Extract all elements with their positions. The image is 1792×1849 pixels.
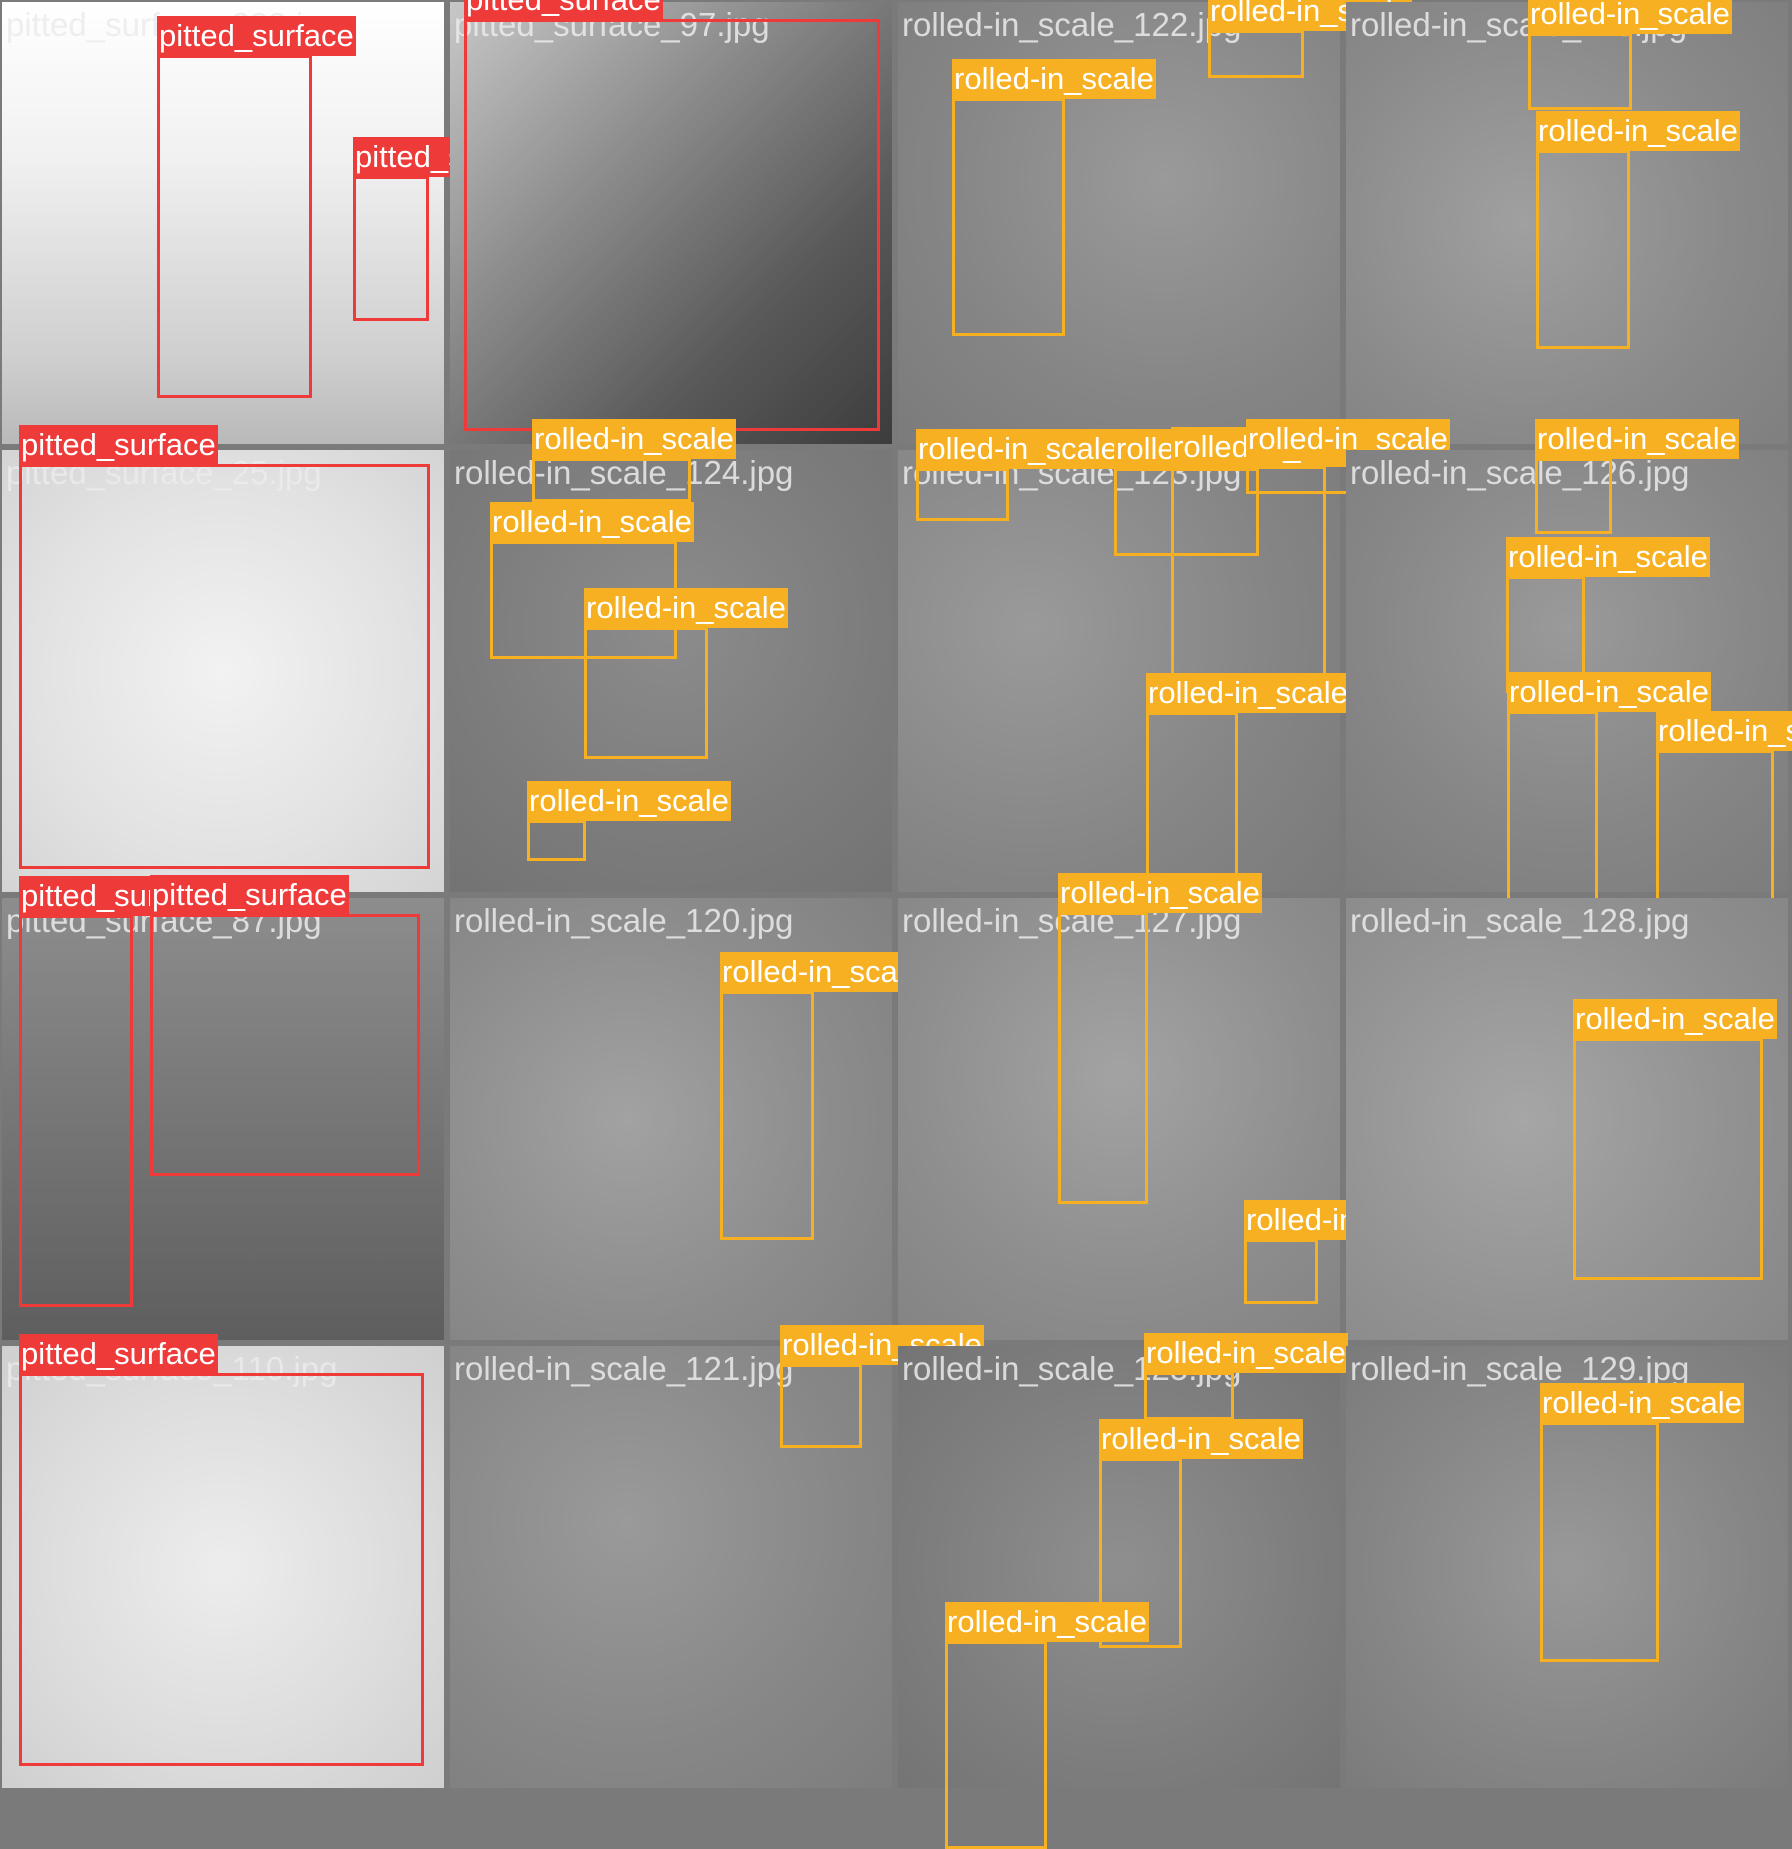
detection-box: rolled-in_scale [1528, 0, 1732, 110]
detection-box: pitted_surface [157, 16, 356, 398]
detection-box: rolled-in_scale [1171, 427, 1375, 686]
detection-label: rolled-in_scale [1573, 999, 1777, 1039]
detection-label: rolled-in_scale [490, 502, 694, 542]
detection-label: rolled-in_scale [945, 1602, 1149, 1642]
steel-surface-image [450, 2, 892, 444]
mosaic-tile: rolled-in_scale_127.jpgrolled-in_scalero… [898, 873, 1448, 1340]
detection-box: rolled-in_scale [1507, 672, 1711, 931]
steel-surface-image [450, 1346, 892, 1788]
detection-box: rolled-in_scale [1246, 419, 1450, 494]
detection-box: rolled-in_scale [916, 429, 1120, 521]
detection-label: pitted_surface [150, 875, 349, 915]
detection-label: pitted_surface [464, 0, 663, 20]
steel-surface-image [898, 898, 1340, 1340]
detection-box: pitted_surface [464, 0, 880, 431]
detection-box: rolled-in_scale [490, 502, 694, 659]
detection-box: pitted_surface [19, 876, 218, 1307]
detection-box: pitted_surface [150, 875, 420, 1176]
detection-label: pitted_surface [19, 425, 218, 465]
detection-label: rolled-in_scale [1535, 419, 1739, 459]
steel-surface-image [2, 1346, 444, 1788]
steel-surface-image [2, 2, 444, 444]
detection-label: rolled-in_scale [1528, 0, 1732, 34]
steel-surface-image [1346, 450, 1788, 892]
detection-label: rolled-in_scale [1146, 673, 1350, 713]
detection-label: pitted_surface [157, 16, 356, 56]
detection-box: rolled-in_scale [1535, 419, 1739, 534]
detection-label: rolled-in_scale [1507, 672, 1711, 712]
detection-box: pitted_surface [19, 425, 430, 869]
detection-box: rolled-in_scale [1573, 999, 1777, 1280]
detection-box: rolled-in_scale [1536, 111, 1740, 349]
detection-box: pitted_surface [19, 1334, 424, 1766]
detection-label: rolled-in_scale [1536, 111, 1740, 151]
detection-label: rolled-in_scale [1144, 1333, 1348, 1373]
detection-box: rolled-in_scale [584, 588, 788, 759]
detection-label: rolled-in_scale [916, 429, 1120, 469]
steel-surface-image [1346, 898, 1788, 1340]
detection-label: rolled-in_scale [1058, 873, 1262, 913]
detection-label: rolled-in_scale [720, 952, 924, 992]
steel-surface-image [898, 450, 1340, 892]
detection-box: rolled-in_scale [1058, 873, 1262, 1204]
detection-box: rolled-in_scale [720, 952, 924, 1240]
detection-box: rolled-in_scale [945, 1602, 1149, 1849]
steel-surface-image [2, 450, 444, 892]
detection-label: rolled-in_scale [952, 59, 1156, 99]
detection-box: rolled-in_scale [1540, 1383, 1744, 1662]
detection-box: rolled-in_scale [1146, 673, 1350, 934]
detection-label: rolled-in_scale [527, 781, 731, 821]
detection-label: rolled-in_scale [532, 419, 736, 459]
detection-box: pitted_surface [353, 137, 552, 321]
detection-label: rolled-in_scale [584, 588, 788, 628]
detection-label: rolled-in_scale [1506, 537, 1710, 577]
steel-surface-image [1346, 2, 1788, 444]
detection-box: rolled-in_scale [952, 59, 1156, 336]
detection-box: rolled-in_scale [1244, 1200, 1448, 1304]
detection-label: rolled-in_scale [1656, 711, 1792, 751]
detection-box: rolled-in_scale [1144, 1333, 1348, 1420]
steel-surface-image [2, 898, 444, 1340]
detection-label: rolled-in_scale [1540, 1383, 1744, 1423]
detection-box: rolled-in_scale [527, 781, 731, 861]
detection-label: rolled-in_scale [1099, 1419, 1303, 1459]
detection-label: pitted_surface [19, 1334, 218, 1374]
detection-box: rolled-in_scale [1099, 1419, 1303, 1648]
mosaic-tile: pitted_surface_233.jpgpitted_surfacepitt… [2, 2, 552, 444]
detection-box: rolled-in_scale [532, 419, 736, 502]
detection-box: rolled-in_scale [1208, 0, 1412, 78]
detection-box: rolled-in_scale [780, 1325, 984, 1448]
